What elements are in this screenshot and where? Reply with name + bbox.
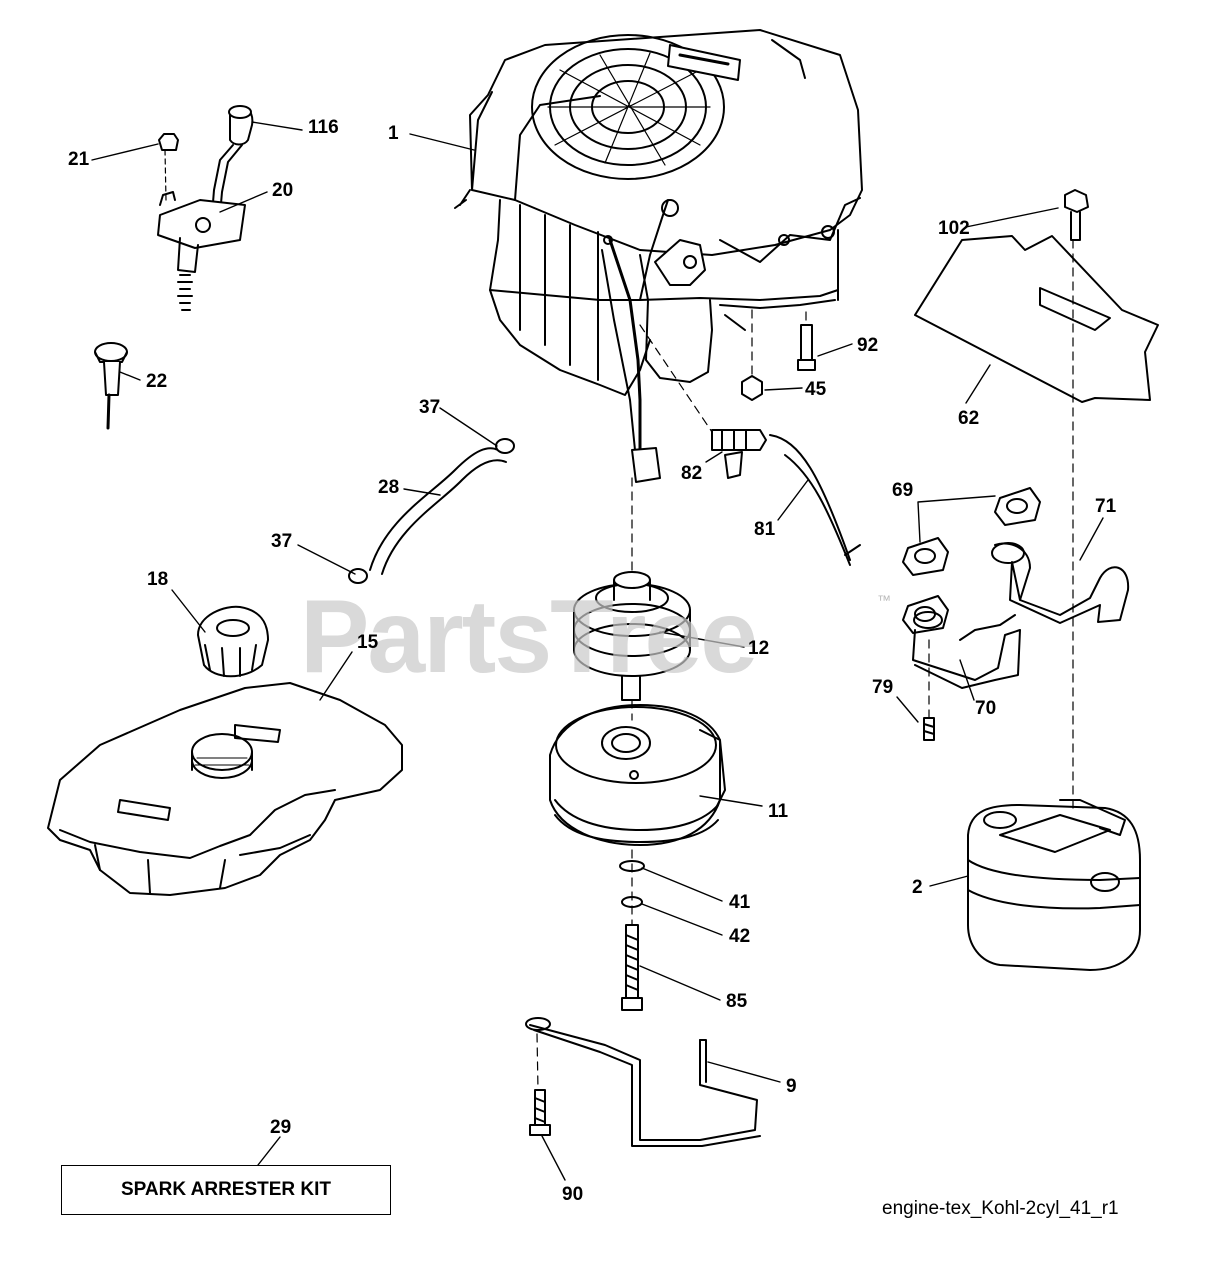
bolt-part-92 <box>797 324 816 371</box>
callout-18: 18 <box>147 569 169 590</box>
callout-22: 22 <box>146 371 168 392</box>
callout-45: 45 <box>805 379 827 400</box>
callout-71: 71 <box>1095 496 1117 517</box>
assembly-lines <box>536 239 1074 1091</box>
callout-62: 62 <box>958 408 980 429</box>
callout-12: 12 <box>748 638 770 659</box>
heat-shield-part-62 <box>914 189 1159 403</box>
bracket-rod-part-9 <box>525 1017 761 1147</box>
choke-knob-part-22 <box>94 342 128 430</box>
washers-and-bolt <box>619 860 645 1011</box>
callout-69: 69 <box>892 480 914 501</box>
fuel-hose-part-28 <box>348 438 515 584</box>
nut-part-45 <box>741 375 763 401</box>
callout-29: 29 <box>270 1117 292 1138</box>
callout-37-top: 37 <box>419 397 441 418</box>
callout-21: 21 <box>68 149 90 170</box>
throttle-control-assembly <box>157 105 254 311</box>
callout-85: 85 <box>726 991 748 1012</box>
callout-79: 79 <box>872 677 894 698</box>
callout-15: 15 <box>357 632 379 653</box>
callout-116: 116 <box>308 117 339 138</box>
fuel-fitting-part-82 <box>711 429 861 566</box>
callout-28: 28 <box>378 477 400 498</box>
callout-81: 81 <box>754 519 776 540</box>
fuel-tank-part-15 <box>47 682 403 896</box>
watermark-text: PartsTree <box>300 579 758 695</box>
callout-102: 102 <box>938 218 970 239</box>
callout-42: 42 <box>729 926 751 947</box>
watermark-trademark: ™ <box>877 592 891 608</box>
callout-70: 70 <box>975 698 997 719</box>
callout-11: 11 <box>768 801 789 822</box>
callout-41: 41 <box>729 892 751 913</box>
callout-37-bottom: 37 <box>271 531 293 552</box>
callout-90: 90 <box>562 1184 584 1205</box>
callout-92: 92 <box>857 335 879 356</box>
diagram-id: engine-tex_Kohl-2cyl_41_r1 <box>882 1198 1119 1219</box>
callout-1: 1 <box>388 123 399 144</box>
callout-82: 82 <box>681 463 703 484</box>
callout-9: 9 <box>786 1076 797 1097</box>
leader-lines <box>91 121 1104 1181</box>
pulley-part-12 <box>573 571 691 701</box>
gasket-part-69 <box>902 487 1041 634</box>
engine-part-1 <box>454 29 863 483</box>
spark-arrester-kit-label: SPARK ARRESTER KIT <box>61 1165 391 1215</box>
bolt-part-79 <box>923 717 935 741</box>
muffler-part-2 <box>967 799 1141 971</box>
callout-2: 2 <box>912 877 923 898</box>
fuel-cap-part-18 <box>197 605 269 678</box>
callout-20: 20 <box>272 180 294 201</box>
exhaust-pipes <box>912 542 1130 689</box>
electric-clutch-part-11 <box>549 704 726 846</box>
